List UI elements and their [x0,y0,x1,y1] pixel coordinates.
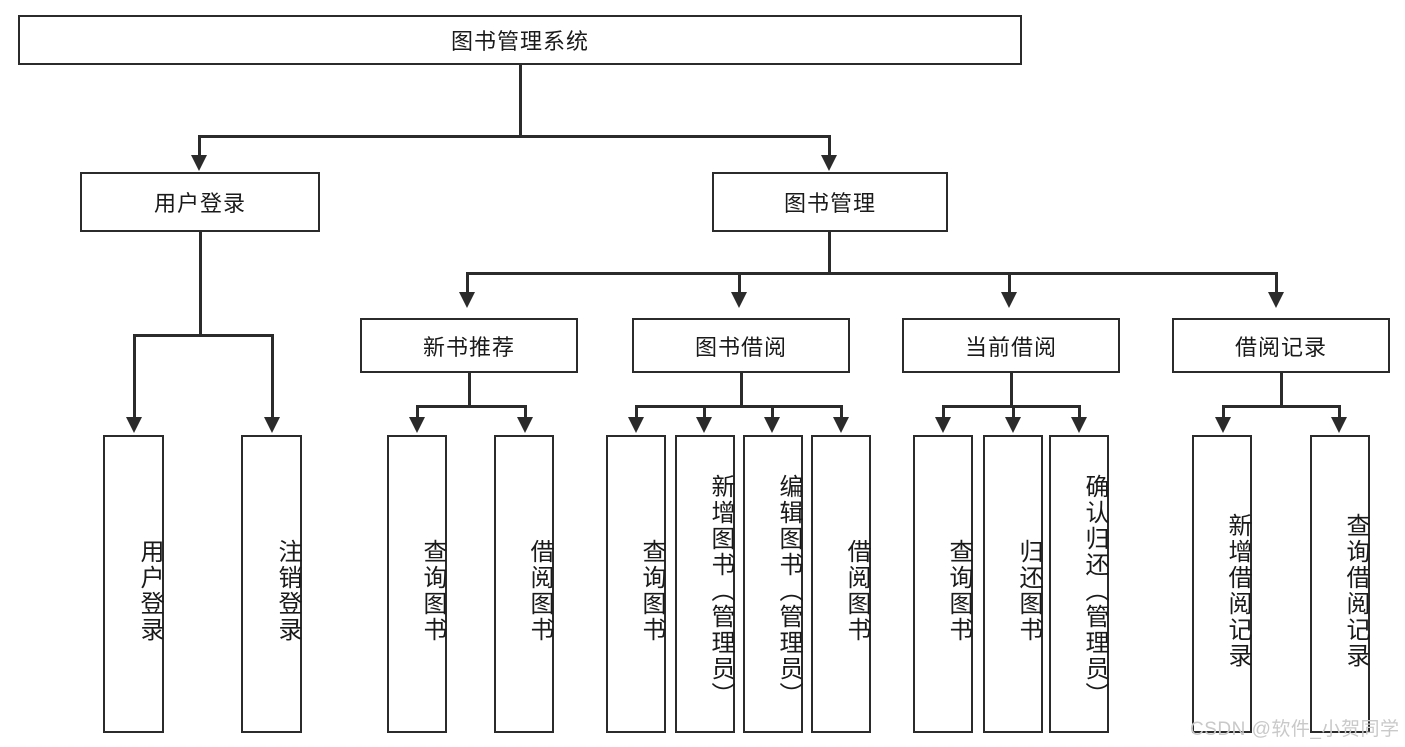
arrow-to-leaf-return-book [1005,417,1021,433]
connector-bm-drop-records [1275,272,1278,294]
arrow-to-leaf-edit-book [764,417,780,433]
node-label: 当前借阅 [964,334,1057,360]
connector-br-drop-1 [1222,405,1225,419]
node-label: 归还图书 [1015,539,1042,643]
connector-bb-drop-3 [771,405,774,419]
leaf-return-book[interactable]: 归还图书 [983,435,1043,733]
arrow-to-leaf-user-login [126,417,142,433]
node-label: 新增借阅记录 [1224,513,1251,669]
node-label: 查询图书 [419,539,446,643]
connector-new-book-bus [416,405,527,408]
connector-borrow-records-stem [1280,373,1283,407]
node-label: 新书推荐 [422,334,515,360]
arrow-to-leaf-query-book-3 [935,417,951,433]
node-label: 图书管理 [783,191,876,216]
leaf-query-borrow-record[interactable]: 查询借阅记录 [1310,435,1370,733]
connector-cb-drop-2 [1012,405,1015,419]
connector-current-borrow-stem [1010,373,1013,407]
leaf-add-borrow-record[interactable]: 新增借阅记录 [1192,435,1252,733]
arrow-to-leaf-query-book-1 [409,417,425,433]
connector-root-to-user-login [198,135,201,157]
node-borrow-records[interactable]: 借阅记录 [1172,318,1390,373]
connector-book-management-bus [466,272,1278,275]
leaf-borrow-book[interactable]: 借阅图书 [811,435,871,733]
connector-bb-drop-1 [635,405,638,419]
connector-root-to-book-management [828,135,831,157]
arrow-to-leaf-add-record [1215,417,1231,433]
leaf-logout[interactable]: 注销登录 [241,435,302,733]
connector-book-management-stem [828,232,831,274]
node-label: 图书管理系统 [450,29,589,54]
leaf-borrow-book-new-recommend[interactable]: 借阅图书 [494,435,554,733]
connector-user-login-stem [199,232,202,336]
arrow-to-leaf-confirm-return [1071,417,1087,433]
node-new-book-recommend[interactable]: 新书推荐 [360,318,578,373]
node-book-management[interactable]: 图书管理 [712,172,948,232]
connector-bm-drop-new-books [466,272,469,294]
connector-user-login-bus [133,334,274,337]
node-label: 注销登录 [274,539,301,643]
arrow-to-leaf-add-book [696,417,712,433]
connector-cb-drop-1 [942,405,945,419]
connector-new-book-drop-1 [416,405,419,419]
node-label: 查询图书 [638,539,665,643]
node-book-borrow[interactable]: 图书借阅 [632,318,850,373]
leaf-confirm-return-admin[interactable]: 确认归还（管理员） [1049,435,1109,733]
leaf-edit-book-admin[interactable]: 编辑图书（管理员） [743,435,803,733]
node-label: 借阅图书 [843,539,870,643]
node-label: 借阅记录 [1234,334,1327,360]
node-label: 用户登录 [153,191,246,216]
arrow-to-borrow-records [1268,292,1284,308]
arrow-root-to-user-login [191,155,207,171]
arrow-to-leaf-borrow-book-1 [517,417,533,433]
node-label: 查询图书 [945,539,972,643]
connector-root-bus [198,135,831,138]
arrow-to-new-book-recommend [459,292,475,308]
node-label: 新增图书（管理员） [707,474,734,708]
arrow-to-book-borrow [731,292,747,308]
arrow-root-to-book-management [821,155,837,171]
leaf-query-book-borrow[interactable]: 查询图书 [606,435,666,733]
arrow-to-current-borrow [1001,292,1017,308]
node-label: 用户登录 [136,539,163,643]
connector-bm-drop-borrow [738,272,741,294]
connector-current-borrow-bus [942,405,1081,408]
node-label: 查询借阅记录 [1342,513,1369,669]
connector-cb-drop-3 [1078,405,1081,419]
leaf-add-book-admin[interactable]: 新增图书（管理员） [675,435,735,733]
csdn-watermark: CSDN @软件_小贺同学 [1190,719,1400,740]
node-label: 图书借阅 [694,334,787,360]
connector-br-drop-2 [1338,405,1341,419]
connector-user-login-drop-1 [133,334,136,419]
connector-book-borrow-stem [740,373,743,407]
leaf-query-book-new-recommend[interactable]: 查询图书 [387,435,447,733]
connector-book-borrow-bus [635,405,843,408]
connector-new-book-drop-2 [524,405,527,419]
arrow-to-leaf-logout [264,417,280,433]
connector-bm-drop-current [1008,272,1011,294]
node-current-borrow[interactable]: 当前借阅 [902,318,1120,373]
node-label: 确认归还（管理员） [1081,474,1108,708]
connector-borrow-records-bus [1222,405,1341,408]
arrow-to-leaf-borrow-book-2 [833,417,849,433]
leaf-query-book-current[interactable]: 查询图书 [913,435,973,733]
arrow-to-leaf-query-record [1331,417,1347,433]
node-user-login[interactable]: 用户登录 [80,172,320,232]
connector-new-book-stem [468,373,471,407]
connector-root-stem [519,65,522,137]
node-root-book-management-system[interactable]: 图书管理系统 [18,15,1022,65]
arrow-to-leaf-query-book-2 [628,417,644,433]
connector-user-login-drop-2 [271,334,274,419]
connector-bb-drop-4 [840,405,843,419]
node-label: 借阅图书 [526,539,553,643]
connector-bb-drop-2 [703,405,706,419]
leaf-user-login[interactable]: 用户登录 [103,435,164,733]
node-label: 编辑图书（管理员） [775,474,802,708]
